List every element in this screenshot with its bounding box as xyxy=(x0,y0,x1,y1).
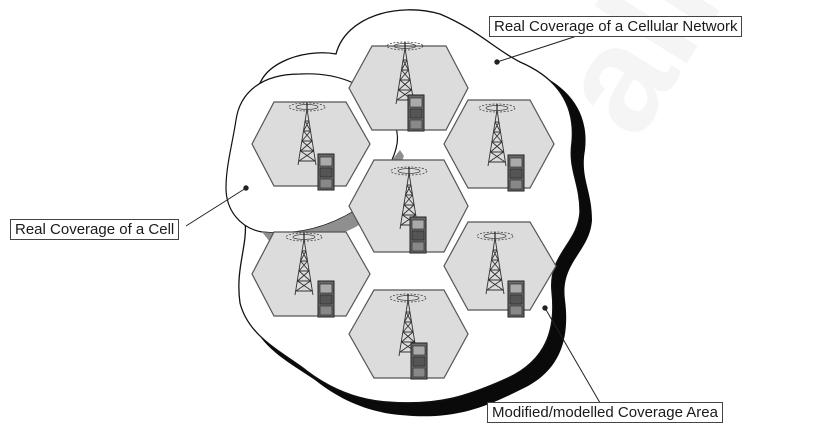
cell-upper-right xyxy=(443,99,555,189)
label-cell-coverage: Real Coverage of a Cell xyxy=(10,219,180,240)
leader-lines xyxy=(185,33,604,409)
leader-network xyxy=(496,33,584,63)
cell-lower-left xyxy=(251,231,371,317)
base-station-cabinet-icon xyxy=(507,280,525,318)
leader-modelled xyxy=(544,307,604,409)
cell-bottom xyxy=(348,289,469,379)
base-station-cabinet-icon xyxy=(410,342,428,380)
cell-lower-right xyxy=(443,221,557,311)
cell-center xyxy=(348,159,469,253)
base-station-cabinet-icon xyxy=(317,153,335,191)
label-modelled-coverage: Modified/modelled Coverage Area xyxy=(487,402,723,423)
label-network-coverage: Real Coverage of a Cellular Network xyxy=(489,16,743,37)
cell-top xyxy=(348,45,469,131)
base-station-cabinet-icon xyxy=(409,216,427,254)
base-station-cabinet-icon xyxy=(317,280,335,318)
base-station-cabinet-icon xyxy=(407,94,425,132)
cell-upper-left xyxy=(251,101,371,187)
base-station-cabinet-icon xyxy=(507,154,525,192)
leader-cell xyxy=(185,187,247,227)
hexagonal-cells xyxy=(251,45,557,379)
